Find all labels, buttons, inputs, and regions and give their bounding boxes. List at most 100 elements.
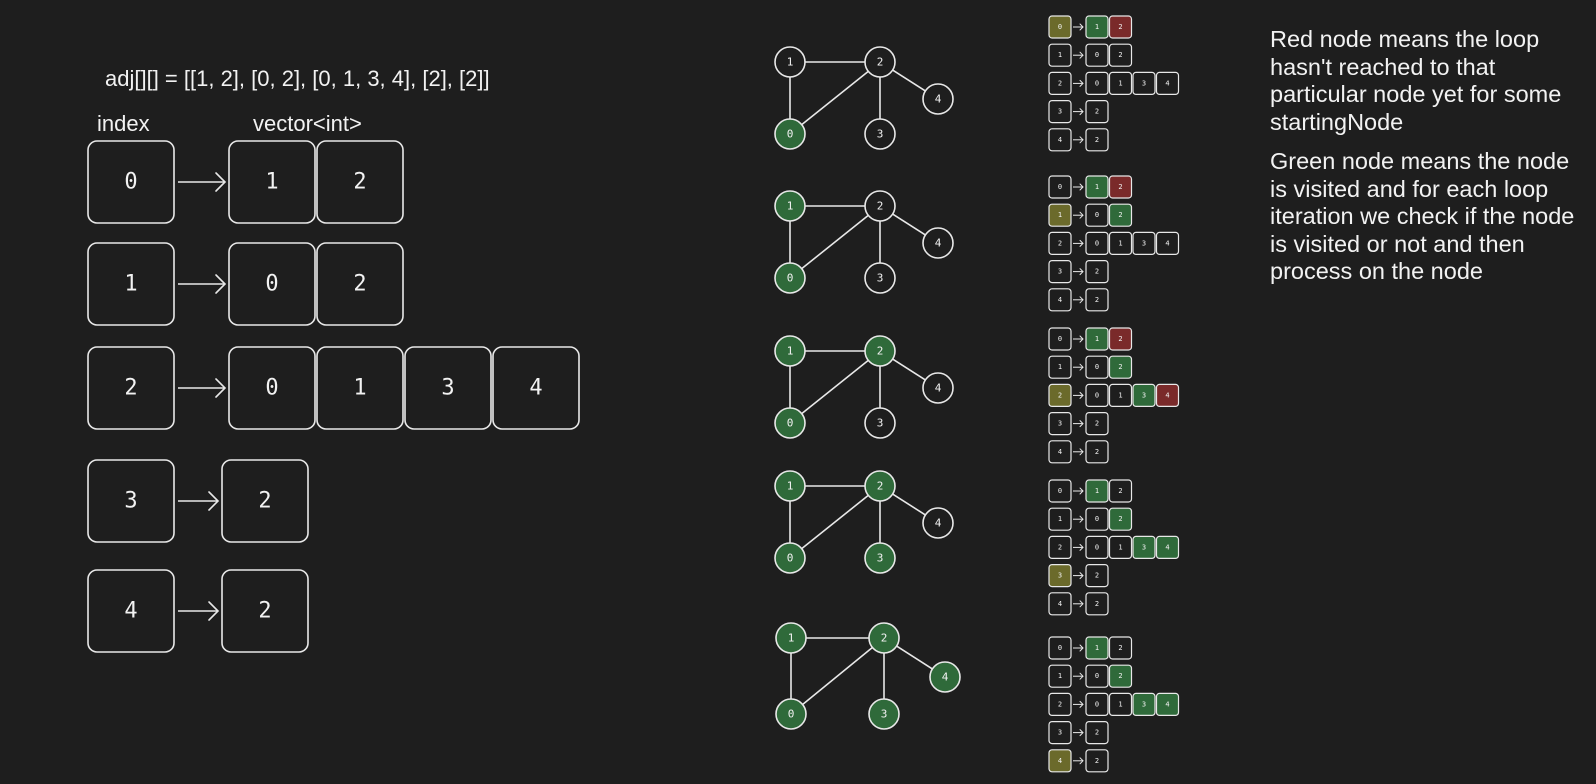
table-neighbor-cell [1085,749,1109,773]
table-index-cell [1048,99,1072,124]
table-neighbor-cell [1085,175,1109,199]
graph-node-label: 2 [877,200,884,213]
graph-edge [892,69,926,92]
table-index-cell [1048,720,1072,745]
table-arrow [1073,335,1084,343]
table-arrow [1073,572,1084,580]
table-neighbor-cell [1155,71,1180,96]
table-neighbor-label: 1 [1095,23,1099,31]
table-arrow [1073,268,1084,276]
table-arrow [1073,136,1084,144]
table-neighbor-label: 2 [1118,183,1122,191]
table-neighbor-cell [1108,15,1133,39]
table-neighbor-label: 2 [1095,108,1099,116]
table-neighbor-cell [1132,383,1156,407]
table-index-cell [1048,203,1072,227]
table-neighbor-label: 4 [1165,391,1169,399]
table-index-label: 2 [1058,391,1062,399]
neighbor-value: 2 [258,599,271,624]
table-index-label: 3 [1058,108,1062,116]
table-neighbor-label: 1 [1118,239,1122,247]
graph-node [864,542,896,574]
graph-node [774,335,806,367]
graph-node-label: 3 [877,552,884,565]
graph-node [775,622,807,654]
table-neighbor-cell [1108,203,1133,227]
table-neighbor-cell [1108,636,1133,660]
graph-node [774,542,806,574]
table-neighbor-label: 2 [1118,363,1122,371]
graph-node-label: 3 [881,708,888,721]
table-index-label: 2 [1058,543,1062,551]
table-index-cell [1048,71,1072,96]
table-neighbor-cell [1085,692,1109,717]
table-neighbor-label: 0 [1095,515,1099,523]
table-index-cell [1048,692,1072,717]
graph-node [864,335,896,367]
table-neighbor-label: 1 [1095,644,1099,652]
table-neighbor-cell [1085,507,1109,531]
table-arrow [1073,600,1084,608]
neighbor-value: 0 [265,376,278,401]
graph-edge [892,213,926,236]
vector-header: vector<int> [253,111,362,136]
table-neighbor-cell [1085,440,1109,464]
table-neighbor-label: 0 [1095,211,1099,219]
table-index-label: 1 [1058,672,1062,680]
table-arrow [1073,515,1084,523]
table-index-cell [1048,15,1072,39]
graph-node-label: 1 [787,345,794,358]
table-neighbor-cell [1085,636,1109,660]
table-neighbor-label: 0 [1095,239,1099,247]
graph-node [922,227,954,259]
table-arrow [1073,420,1084,428]
table-neighbor-cell [1108,692,1133,717]
table-neighbor-cell [1085,720,1109,745]
table-neighbor-cell [1085,412,1109,436]
table-neighbor-cell [1155,692,1180,717]
table-index-cell [1048,383,1072,407]
graph-node-label: 1 [787,200,794,213]
table-neighbor-label: 4 [1165,239,1169,247]
table-neighbor-label: 3 [1142,239,1146,247]
graph-node [864,190,896,222]
table-arrow [1073,729,1084,737]
graph-node-label: 4 [935,93,942,106]
pointer-arrow [178,601,220,621]
table-neighbor-cell [1108,71,1133,96]
graph-node-label: 3 [877,272,884,285]
table-neighbor-label: 4 [1165,700,1169,708]
adjacency-formula: adj[][] = [[1, 2], [0, 2], [0, 1, 3, 4],… [105,66,490,91]
graph-node [864,407,896,439]
table-index-label: 0 [1058,335,1062,343]
neighbor-box [404,346,492,430]
neighbor-box [228,346,316,430]
graph-node-label: 1 [787,56,794,69]
table-neighbor-cell [1085,43,1109,67]
neighbor-value: 0 [265,272,278,297]
index-box [87,140,175,224]
table-arrow [1073,211,1084,219]
table-neighbor-label: 0 [1095,700,1099,708]
neighbor-value: 2 [353,170,366,195]
graph-node-label: 2 [877,480,884,493]
table-neighbor-cell [1108,507,1133,531]
graph-edge [801,214,869,270]
table-neighbor-cell [1132,71,1156,96]
table-neighbor-label: 0 [1095,79,1099,87]
table-neighbor-label: 2 [1095,448,1099,456]
table-index-cell [1048,231,1072,255]
table-neighbor-label: 2 [1095,268,1099,276]
table-index-cell [1048,749,1072,773]
graph-node-label: 4 [935,517,942,530]
graph-node-label: 3 [877,128,884,141]
